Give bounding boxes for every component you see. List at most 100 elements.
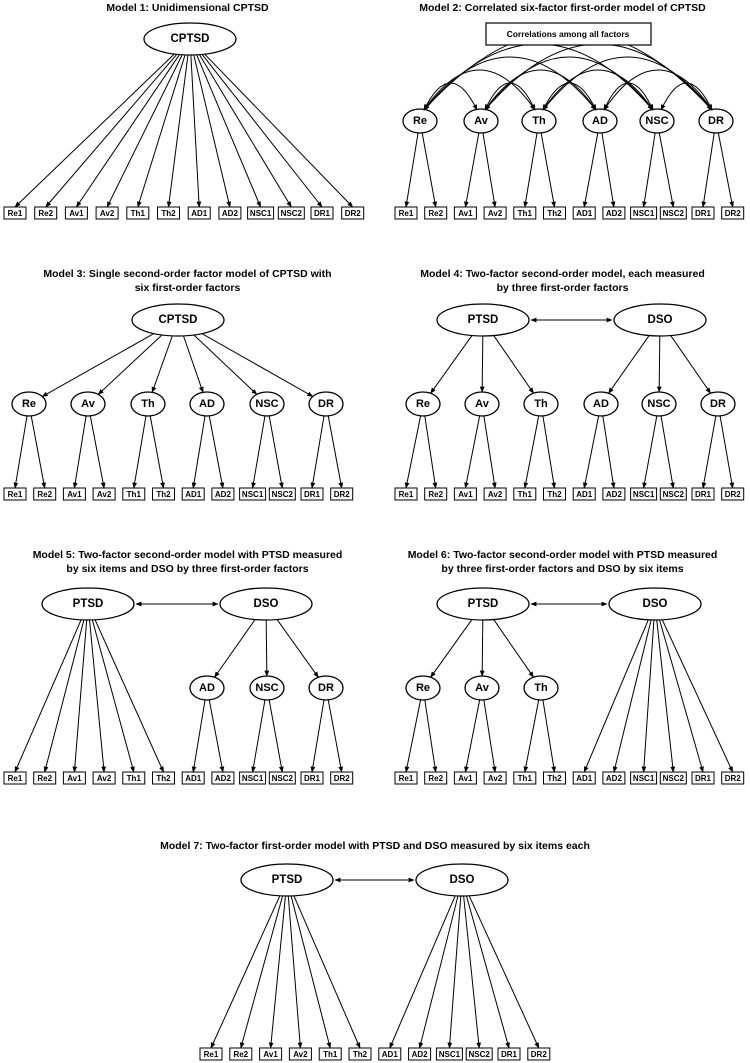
m1-item-nsc1 [247,206,275,220]
m4-loading-1 [424,415,438,489]
m3-factor-ad [189,391,225,417]
m1-item-av1 [64,206,88,220]
m4-second-order-2 [493,335,534,394]
m1-item-nsc2 [277,206,305,220]
m5-item-av2-label: Av2 [97,774,112,783]
m7-loading-3 [287,895,303,1049]
m5-item-ad1 [181,771,205,785]
m5-loading-4 [91,619,135,773]
m7-item-av1 [259,1047,283,1061]
m6-item-nsc2-label: NSC2 [663,774,685,783]
m2-item-re2-label: Re2 [428,209,443,218]
m5-factor-dr [308,675,344,701]
m6-item-ad1-label: AD1 [576,774,593,783]
m4-item-dr2-label: DR2 [725,490,742,499]
model-7-title: Model 7: Two-factor first-order model wi… [160,840,590,852]
m4-loading-6 [582,415,600,489]
m4-second-order-1 [479,335,485,393]
m6-item-ad2-label: AD2 [606,774,623,783]
m4-loading-0 [404,415,422,489]
m6-factor-av-label: Av [475,682,490,694]
m3-loading-10 [310,415,325,489]
m4-second-order-0 [430,335,473,394]
m5-item-re2-label: Re2 [37,774,52,783]
m4-item-re2-label: Re2 [428,490,443,499]
m2-item-ad1-label: AD1 [576,209,593,218]
m2-item-dr2-label: DR2 [725,209,742,218]
m3-item-nsc2-label: NSC2 [272,490,294,499]
m2-item-av1 [453,206,477,220]
m2-loading-4 [523,132,538,208]
model-1-title: Model 1: Unidimensional CPTSD [106,2,269,14]
m4-factor-ad-label: AD [593,398,609,410]
m3-loading-6 [191,415,206,489]
m1-loading-8 [196,54,262,208]
m1-loading-11 [204,53,354,208]
m7-factor-ptsd [240,863,334,897]
m2-correlation-2-5 [542,56,713,111]
m1-loading-9 [199,54,292,208]
m6-factor-th [523,675,559,701]
m2-loading-3 [482,132,497,208]
m1-item-dr1-label: DR1 [314,209,331,218]
m7-loading-9 [463,895,482,1049]
m5-loading-9 [268,699,284,773]
m7-item-ad2 [408,1047,432,1061]
m4-item-th1 [513,487,537,501]
m1-loading-3 [106,54,183,208]
m2-note-box [485,22,652,46]
m1-item-ad1 [187,206,211,220]
m5-loading-2 [72,619,88,773]
m5-item-th1 [122,771,146,785]
m7-item-nsc2 [465,1047,493,1061]
m1-loading-6 [190,54,202,208]
m7-item-nsc2-label: NSC2 [469,1050,491,1059]
m7-loading-5 [293,895,361,1049]
m1-item-ad1-label: AD1 [191,209,208,218]
m3-loading-3 [89,415,106,489]
m6-loading-4 [523,699,540,773]
m3-loading-7 [208,415,225,489]
m2-loading-9 [658,132,675,208]
model-4-title-line-2: by three first-order factors [496,282,629,294]
m1-item-th2-label: Th2 [161,209,176,218]
m1-item-ad2-label: AD2 [222,209,239,218]
m5-item-av1-label: Av1 [67,774,82,783]
m3-item-nsc1-label: NSC1 [242,490,264,499]
m4-loading-2 [464,415,481,489]
m6-item-av1-label: Av1 [458,774,473,783]
m6-item-dr1-label: DR1 [695,774,712,783]
m5-loading-1 [43,619,85,773]
m6-item-nsc1 [630,771,658,785]
m3-item-av1 [62,487,86,501]
m3-item-th2 [152,487,175,501]
m2-factor-dr [698,108,734,134]
m1-loading-0 [14,53,175,208]
m4-loading-4 [523,415,540,489]
m4-second-order-5 [670,335,711,394]
m6-second-order-1 [479,619,485,677]
m4-loading-8 [642,415,658,489]
m5-factor-ptsd-label: PTSD [73,598,104,610]
m4-factor-nsc-label: NSC [647,398,670,410]
m1-item-re1-label: Re1 [8,209,23,218]
m4-item-av1-label: Av1 [458,490,473,499]
m5-factor-dso-label: DSO [254,598,279,610]
m5-item-av2 [92,771,116,785]
m6-factor-dso-label: DSO [643,598,668,610]
m2-factor-ad-label: AD [592,115,608,127]
m3-factor-av-label: Av [81,398,96,410]
m2-item-dr2 [721,206,745,220]
m5-item-nsc2-label: NSC2 [272,774,294,783]
m1-item-re2-label: Re2 [38,209,53,218]
m6-second-order-2 [493,619,534,678]
model-4-title-line-1: Model 4: Two-factor second-order model, … [420,268,705,280]
m2-item-nsc2-label: NSC2 [663,209,685,218]
m2-loading-2 [464,132,480,208]
m1-loading-10 [201,54,323,208]
m5-item-dr1-label: DR1 [304,774,321,783]
m6-item-av1 [453,771,477,785]
m4-loading-9 [660,415,675,489]
m3-second-order-3 [183,335,204,393]
m6-loading-7 [612,619,652,773]
